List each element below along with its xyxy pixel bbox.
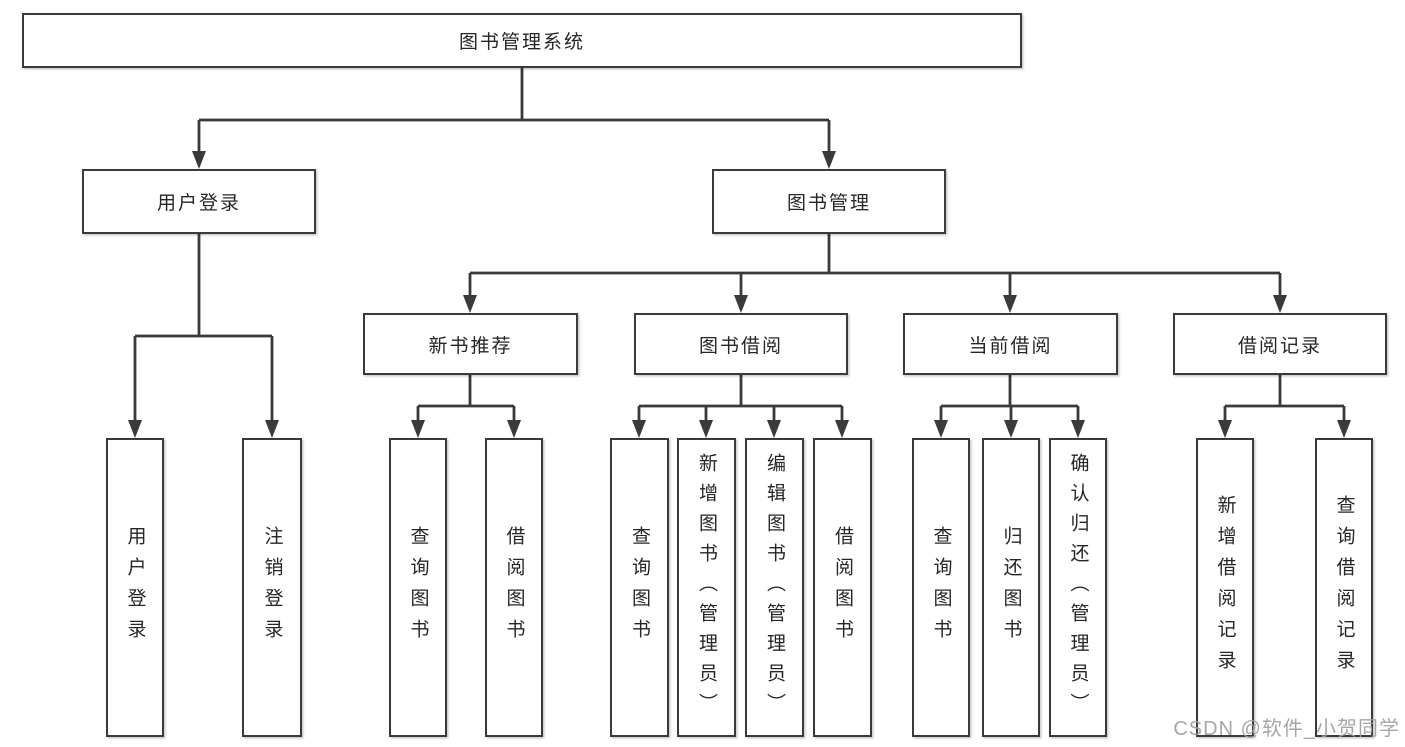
node-label: 用户登录 <box>156 193 241 214</box>
node-label: 查询借阅记录 <box>1333 494 1355 681</box>
node-label: 图书管理系统 <box>458 32 585 53</box>
leaf-return-books: 归还图书 <box>982 438 1040 737</box>
node-label: 查询图书 <box>930 525 952 650</box>
leaf-query-books-nbr: 查询图书 <box>389 438 447 737</box>
node-label: 新增借阅记录 <box>1214 494 1236 681</box>
node-label: 新书推荐 <box>428 335 513 357</box>
node-label: 注销登录 <box>261 525 283 650</box>
node-label: 用户登录 <box>124 525 146 650</box>
node-book-borrowing: 图书借阅 <box>634 313 848 375</box>
leaf-borrow-books-nbr: 借阅图书 <box>485 438 543 737</box>
leaf-query-books-bb: 查询图书 <box>610 438 669 737</box>
leaf-user-login: 用户登录 <box>106 438 164 737</box>
leaf-add-books-admin: 新增图书（管理员） <box>677 438 736 737</box>
node-current-borrowing: 当前借阅 <box>903 313 1118 375</box>
node-label: 查询图书 <box>407 525 429 650</box>
leaf-borrow-books-bb: 借阅图书 <box>813 438 872 737</box>
node-label: 查询图书 <box>629 525 650 650</box>
node-label: 图书管理 <box>786 193 871 214</box>
csdn-watermark: CSDN @软件_小贺同学 <box>1173 718 1400 740</box>
leaf-confirm-return-admin: 确认归还（管理员） <box>1049 438 1107 737</box>
node-new-book-recommendation: 新书推荐 <box>363 313 578 375</box>
node-label: 归还图书 <box>1000 525 1022 650</box>
node-label: 图书借阅 <box>698 335 783 357</box>
leaf-edit-books-admin: 编辑图书（管理员） <box>745 438 804 737</box>
node-user-login-branch: 用户登录 <box>82 169 316 234</box>
node-library-management-system: 图书管理系统 <box>22 13 1022 68</box>
node-borrowing-records: 借阅记录 <box>1173 313 1387 375</box>
node-label: 新增图书（管理员） <box>696 452 717 723</box>
node-label: 借阅记录 <box>1237 335 1322 357</box>
node-label: 借阅图书 <box>503 525 525 650</box>
node-label: 当前借阅 <box>968 335 1053 357</box>
leaf-query-books-cb: 查询图书 <box>912 438 970 737</box>
node-label: 借阅图书 <box>832 525 853 650</box>
node-book-management: 图书管理 <box>712 169 946 234</box>
node-label: 编辑图书（管理员） <box>764 452 785 723</box>
node-label: 确认归还（管理员） <box>1067 452 1089 723</box>
leaf-add-borrow-record: 新增借阅记录 <box>1196 438 1254 737</box>
leaf-query-borrow-record: 查询借阅记录 <box>1315 438 1373 737</box>
leaf-logout: 注销登录 <box>242 438 302 737</box>
